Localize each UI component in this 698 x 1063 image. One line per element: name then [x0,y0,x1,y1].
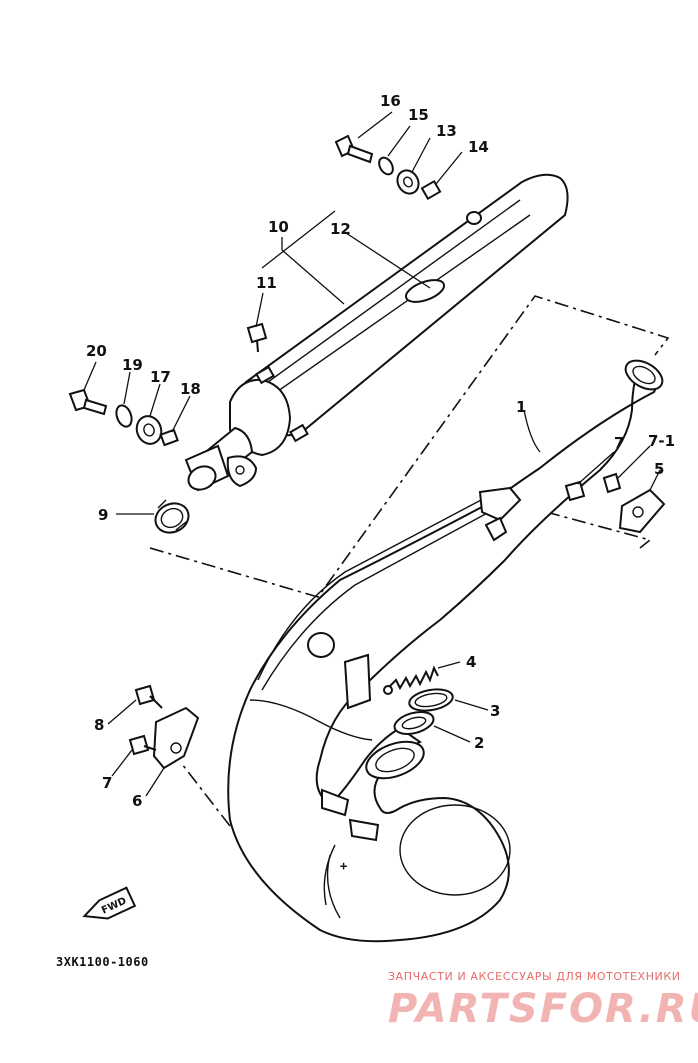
callout-13: 13 [436,122,457,140]
callout-14: 14 [468,138,489,156]
fwd-arrow: FWD [82,886,137,920]
callout-7-right: 7 [614,434,624,452]
callout-15: 15 [408,106,429,124]
exhaust-pipe: + [227,359,664,943]
assembly-reference-lines [149,295,670,827]
callout-labels: 1 2 3 4 5 6 7 7 7-1 8 9 10 11 12 13 14 1… [86,92,675,810]
callout-10: 10 [268,218,289,236]
callout-2: 2 [474,734,484,752]
callout-20: 20 [86,342,107,360]
callout-9: 9 [98,506,108,524]
callout-8: 8 [94,716,104,734]
callout-1: 1 [516,398,526,416]
hardware [68,134,666,770]
callout-6: 6 [132,792,142,810]
callout-12: 12 [330,220,351,238]
callout-4: 4 [466,653,476,671]
silencer [184,173,569,492]
callout-16: 16 [380,92,401,110]
watermark: ЗАПЧАСТИ И АКСЕССУАРЫ ДЛЯ МОТОТЕХНИКИ PA… [388,970,698,1032]
callout-17: 17 [150,368,171,386]
callout-19: 19 [122,356,143,374]
callout-18: 18 [180,380,201,398]
svg-text:+: + [340,859,348,873]
callout-11: 11 [256,274,277,292]
watermark-brand: PARTSFOR.RU [388,986,698,1032]
watermark-caption: ЗАПЧАСТИ И АКСЕССУАРЫ ДЛЯ МОТОТЕХНИКИ [388,970,681,983]
callout-5: 5 [654,460,664,478]
callout-7-1: 7-1 [648,432,675,450]
diagram-code: 3XK1100-1060 [56,955,149,969]
callout-7-left: 7 [102,774,112,792]
leader-lines [83,111,661,797]
callout-3: 3 [490,702,500,720]
